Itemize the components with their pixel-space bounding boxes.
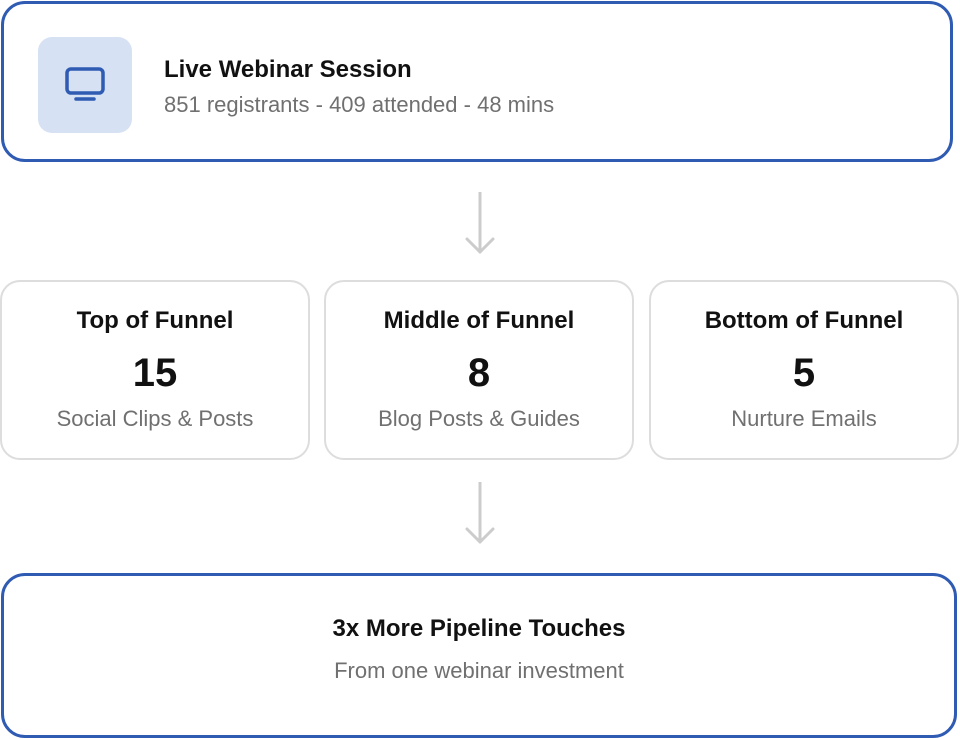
source-title: Live Webinar Session: [164, 56, 412, 83]
stage-description: Nurture Emails: [731, 406, 877, 431]
arrow-down-icon: [465, 192, 495, 254]
stage-title: Middle of Funnel: [383, 307, 575, 334]
funnel-stage-top: Top of Funnel 15 Social Clips & Posts: [0, 280, 310, 460]
monitor-icon: [38, 37, 132, 133]
stage-title: Bottom of Funnel: [704, 307, 904, 334]
stage-description: Blog Posts & Guides: [378, 406, 580, 431]
funnel-stage-bottom: Bottom of Funnel 5 Nurture Emails: [649, 280, 959, 460]
source-subtitle: 851 registrants - 409 attended - 48 mins: [164, 92, 555, 117]
webinar-source-card: Live Webinar Session 851 registrants - 4…: [1, 1, 953, 162]
result-card: 3x More Pipeline Touches From one webina…: [1, 573, 957, 738]
stage-title: Top of Funnel: [76, 307, 234, 334]
stage-count: 5: [792, 351, 816, 395]
result-title: 3x More Pipeline Touches: [332, 615, 626, 642]
funnel-stage-middle: Middle of Funnel 8 Blog Posts & Guides: [324, 280, 634, 460]
stage-count: 8: [467, 351, 491, 395]
result-subtitle: From one webinar investment: [334, 658, 624, 683]
arrow-down-icon: [465, 482, 495, 544]
stage-description: Social Clips & Posts: [56, 406, 254, 431]
stage-count: 15: [132, 351, 178, 395]
